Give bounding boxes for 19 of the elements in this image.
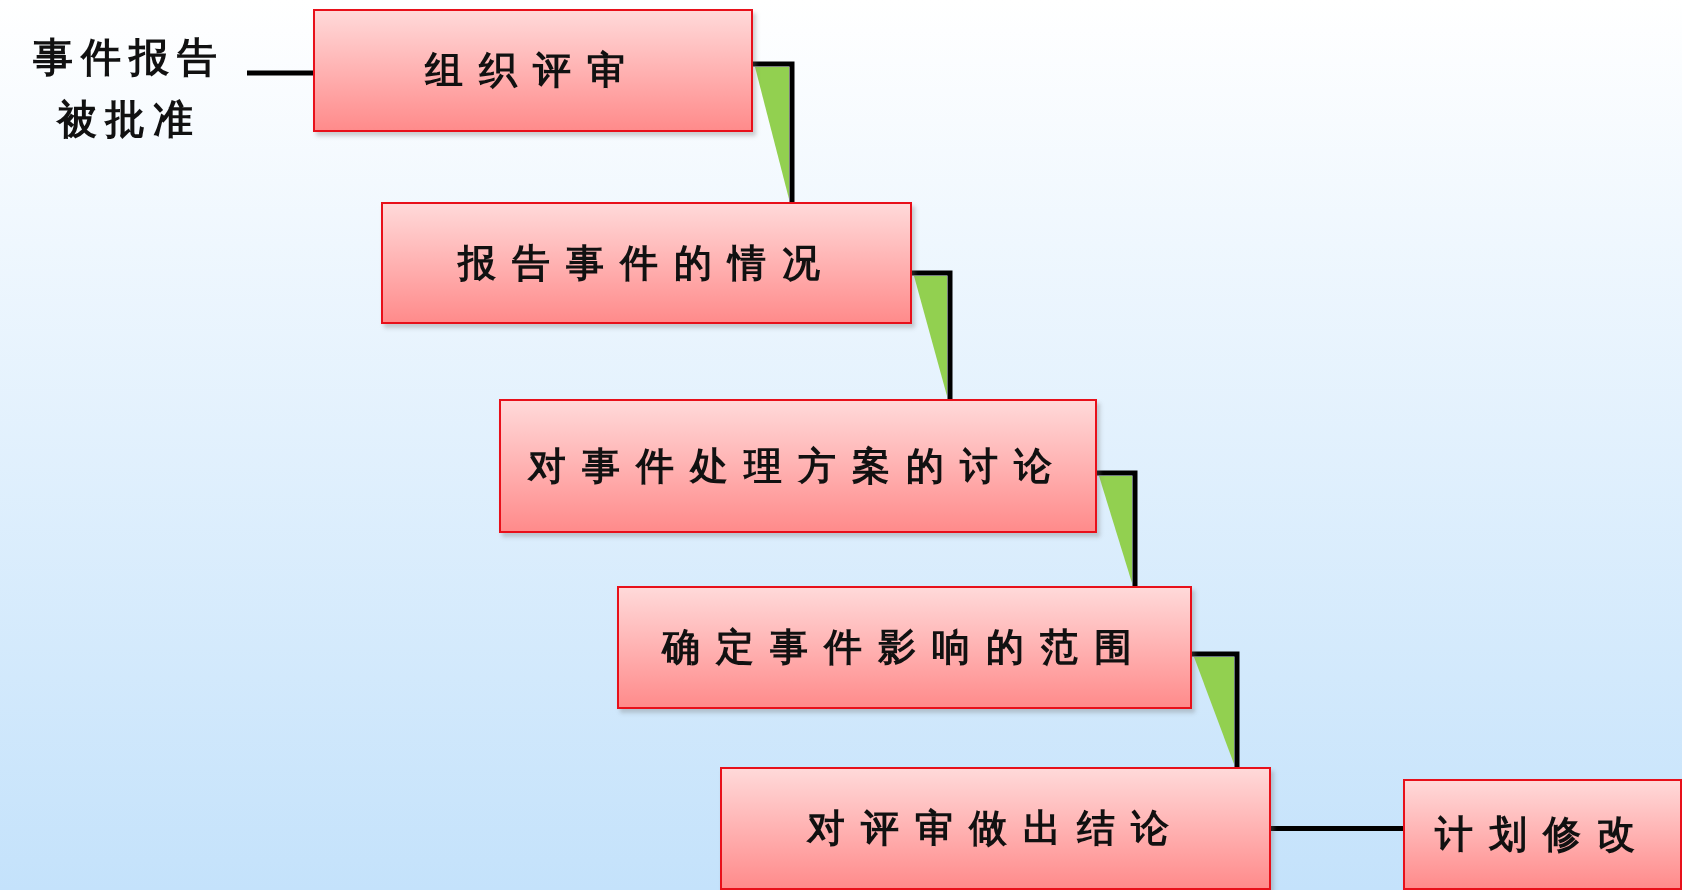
box-label: 确定事件影响的范围 — [661, 624, 1148, 671]
connector — [1097, 470, 1138, 586]
connector — [1271, 826, 1403, 831]
box-label: 计划修改 — [1434, 811, 1651, 858]
box-label: 报告事件的情况 — [457, 239, 836, 287]
process-box — [617, 586, 1192, 709]
process-box — [313, 9, 753, 132]
connector — [753, 61, 795, 202]
box-label: 组织评审 — [425, 47, 641, 94]
box-label: 对评审做出结论 — [806, 805, 1185, 852]
connector — [912, 270, 953, 399]
process-box — [499, 399, 1097, 533]
connector — [247, 70, 313, 76]
box-label: 对事件处理方案的讨论 — [528, 442, 1068, 490]
start-label: 事件报告被批准 — [31, 32, 226, 144]
process-box — [381, 202, 912, 324]
connector — [1192, 651, 1240, 767]
process-box — [1403, 779, 1682, 890]
process-box — [720, 767, 1271, 890]
